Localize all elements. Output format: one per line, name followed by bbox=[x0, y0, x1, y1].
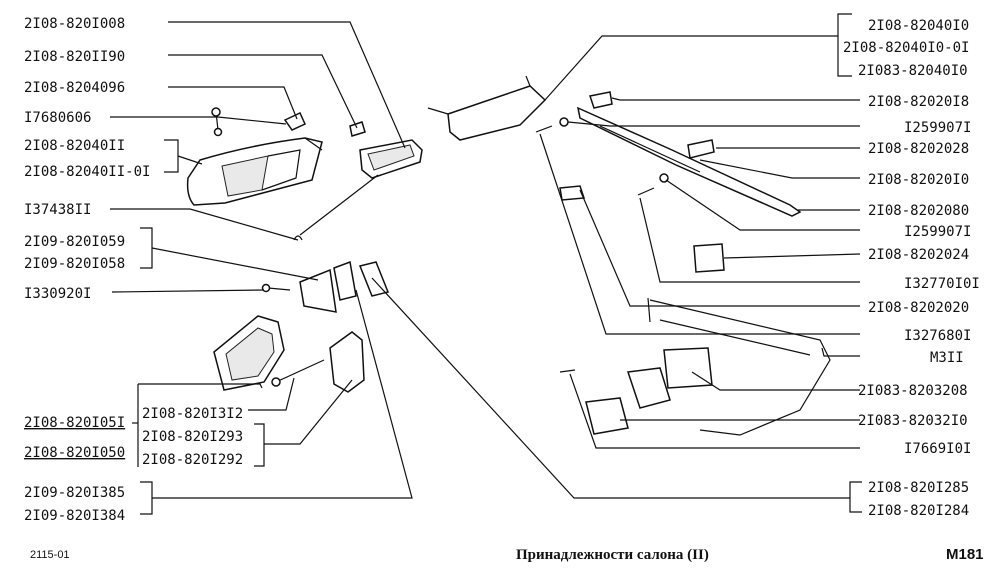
label-left-8: 2I09-820I059 bbox=[24, 234, 125, 250]
label-left-2: 2I08-820II90 bbox=[24, 49, 125, 65]
label-right-2: 2I08-82040I0-0I bbox=[843, 40, 969, 56]
leader-lines-left bbox=[110, 21, 413, 515]
label-left-1: 2I08-820I008 bbox=[24, 16, 125, 32]
label-right-5: I259907I bbox=[904, 120, 971, 136]
label-left-17: 2I09-820I384 bbox=[24, 508, 125, 524]
label-left-14: 2I08-820I293 bbox=[142, 429, 243, 445]
label-right-16: 2I083-82032I0 bbox=[858, 413, 968, 429]
label-right-6: 2I08-8202028 bbox=[868, 141, 969, 157]
label-left-10: I330920I bbox=[24, 286, 91, 302]
label-left-6: 2I08-82040II-0I bbox=[24, 164, 150, 180]
label-right-13: I327680I bbox=[904, 328, 971, 344]
door-mirror bbox=[213, 260, 390, 393]
footer-title: Принадлежности салона (II) bbox=[516, 547, 709, 563]
roof-console bbox=[559, 297, 831, 436]
right-sun-visor bbox=[427, 75, 547, 141]
grab-handle bbox=[576, 106, 802, 217]
label-right-19: 2I08-820I284 bbox=[868, 503, 969, 519]
label-left-16: 2I09-820I385 bbox=[24, 485, 125, 501]
label-right-11: I32770I0I bbox=[904, 276, 980, 292]
label-left-5: 2I08-82040II bbox=[24, 138, 125, 154]
label-left-4: I7680606 bbox=[24, 110, 91, 126]
label-left-3: 2I08-8204096 bbox=[24, 80, 125, 96]
clip-brackets bbox=[535, 91, 725, 273]
rear-view-mirror bbox=[293, 139, 423, 241]
label-right-12: 2I08-8202020 bbox=[868, 300, 969, 316]
label-right-18: 2I08-820I285 bbox=[868, 480, 969, 496]
label-right-3: 2I083-82040I0 bbox=[858, 63, 968, 79]
label-right-4: 2I08-82020I8 bbox=[868, 94, 969, 110]
label-right-7: 2I08-82020I0 bbox=[868, 172, 969, 188]
label-left-15: 2I08-820I292 bbox=[142, 452, 243, 468]
visor-clip bbox=[283, 112, 366, 137]
label-right-1: 2I08-82040I0 bbox=[868, 18, 969, 34]
footer-model: 2115-01 bbox=[30, 549, 70, 561]
label-right-15: 2I083-8203208 bbox=[858, 383, 968, 399]
label-left-7: I37438II bbox=[24, 202, 91, 218]
label-right-17: I7669I0I bbox=[904, 441, 971, 457]
screw-left bbox=[211, 107, 223, 137]
label-right-10: 2I08-8202024 bbox=[868, 247, 969, 263]
label-right-8: 2I08-8202080 bbox=[868, 203, 969, 219]
label-left-13: 2I08-820I3I2 bbox=[142, 406, 243, 422]
label-right-14: M3II bbox=[930, 350, 964, 366]
footer-page: M181 bbox=[946, 546, 984, 563]
label-left-12: 2I08-820I050 bbox=[24, 445, 125, 461]
leader-lines-right bbox=[371, 13, 862, 513]
label-left-9: 2I09-820I058 bbox=[24, 256, 125, 272]
left-sun-visor bbox=[186, 137, 323, 206]
label-left-11: 2I08-820I05I bbox=[24, 415, 125, 431]
label-right-9: I259907I bbox=[904, 224, 971, 240]
